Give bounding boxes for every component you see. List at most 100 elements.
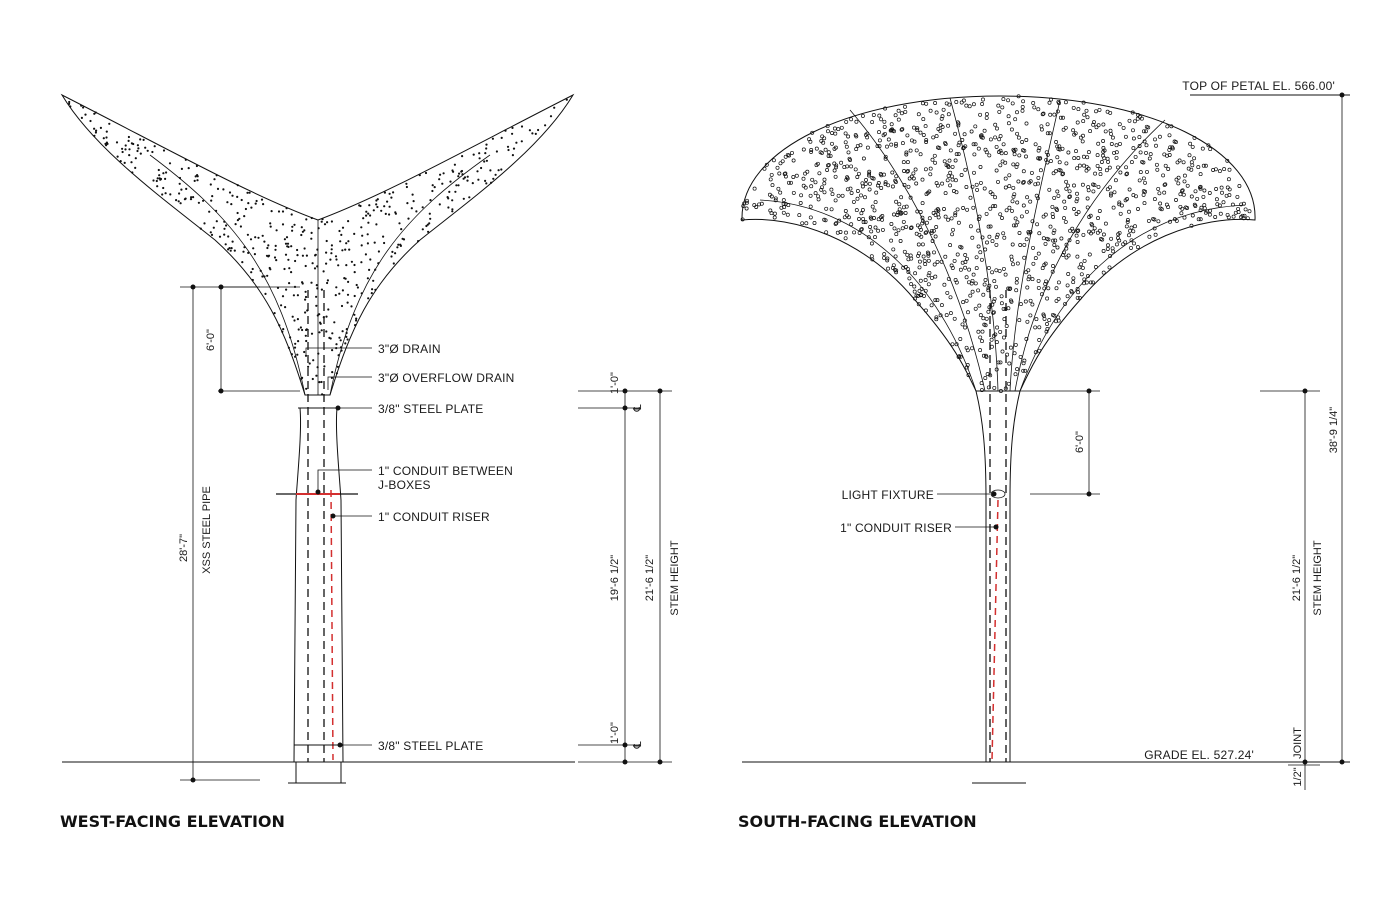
perforation-dot	[1075, 287, 1080, 291]
perforation-dot	[1225, 158, 1230, 163]
perforation-dot	[916, 112, 921, 117]
perforation-dot	[1026, 230, 1031, 235]
perforation-dot	[823, 218, 828, 223]
perforation-dot	[1193, 189, 1198, 194]
perforation-dot	[184, 158, 187, 161]
south-rib-2	[849, 109, 986, 392]
perforation-dot	[1026, 277, 1031, 282]
perforation-dot	[1077, 163, 1082, 168]
perforation-dot	[215, 174, 218, 177]
perforation-dot	[1016, 179, 1021, 184]
perforation-dot	[1178, 204, 1183, 209]
perforation-dot	[1053, 238, 1058, 243]
perforation-dot	[1189, 194, 1194, 199]
perforation-dot	[1152, 226, 1157, 231]
perforation-dot	[471, 182, 474, 185]
perforation-dot	[1021, 180, 1026, 184]
perforation-dot	[1136, 207, 1140, 211]
perforation-dot	[303, 350, 306, 354]
perforation-dot	[892, 226, 897, 231]
perforation-dot	[1045, 131, 1050, 136]
perforation-dot	[1042, 262, 1047, 267]
perforation-dot	[1138, 170, 1143, 175]
perforation-dot	[1051, 171, 1056, 176]
west-canopy-rib-right	[329, 154, 491, 396]
perforation-dot	[999, 301, 1004, 306]
perforation-dot	[127, 139, 130, 142]
perforation-dot	[1017, 231, 1022, 235]
perforation-dot	[903, 109, 908, 114]
perforation-dot	[284, 306, 287, 309]
perforation-dot	[93, 127, 96, 130]
perforation-dot	[950, 164, 955, 169]
perforation-dot	[1067, 189, 1072, 194]
perforation-dot	[283, 267, 286, 271]
perforation-dot	[492, 177, 495, 180]
perforation-dot	[1202, 188, 1207, 193]
perforation-dot	[1215, 202, 1220, 207]
perforation-dot	[374, 268, 377, 271]
perforation-dot	[325, 251, 328, 254]
perforation-dot	[155, 179, 158, 183]
perforation-dot	[281, 295, 285, 298]
perforation-dot	[400, 228, 403, 231]
perforation-dot	[1131, 128, 1135, 133]
perforation-dot	[346, 338, 349, 341]
perforation-dot	[304, 354, 308, 357]
perforation-dot	[1063, 301, 1068, 306]
south-rib-4	[1009, 99, 1061, 392]
perforation-dot	[1124, 165, 1129, 170]
west-canopy-rib-left	[149, 154, 306, 396]
perforation-dot	[1236, 210, 1241, 215]
perforation-dot	[1001, 231, 1006, 236]
perforation-dot	[1020, 108, 1025, 113]
perforation-dot	[1066, 272, 1071, 276]
perforation-dot	[950, 177, 955, 182]
perforation-dot	[826, 150, 831, 155]
perforation-dot	[1056, 315, 1061, 320]
perforation-dot	[210, 233, 214, 236]
perforation-dot	[1052, 243, 1057, 247]
perforation-dot	[223, 220, 226, 223]
perforation-dot	[752, 203, 757, 208]
perforation-dot	[882, 252, 887, 257]
perforation-dot	[93, 112, 96, 115]
perforation-dot	[1090, 223, 1095, 228]
perforation-dot	[873, 200, 878, 205]
perforation-dot	[331, 332, 334, 335]
perforation-dot	[869, 241, 874, 246]
perforation-dot	[209, 183, 212, 186]
perforation-dot	[789, 180, 793, 185]
perforation-dot	[1213, 167, 1218, 172]
perforation-dot	[855, 189, 860, 193]
dim-six-ft-west: 6'-0"	[205, 329, 217, 351]
perforation-dot	[916, 242, 921, 247]
perforation-dot	[909, 256, 914, 261]
perforation-dot	[956, 354, 961, 359]
perforation-dot	[865, 135, 870, 140]
perforation-dot	[244, 207, 247, 211]
perforation-dot	[930, 157, 935, 162]
perforation-dot	[872, 208, 877, 213]
perforation-dot	[1012, 192, 1017, 197]
perforation-dot	[1117, 202, 1122, 207]
perforation-dot	[822, 181, 827, 186]
perforation-dot	[1176, 181, 1181, 186]
perforation-dot	[1008, 286, 1013, 291]
perforation-dot	[993, 195, 998, 200]
perforation-dot	[1146, 218, 1151, 223]
perforation-dot	[1050, 204, 1055, 209]
perforation-dot	[921, 117, 926, 122]
perforation-dot	[1064, 186, 1069, 191]
perforation-dot	[466, 179, 469, 182]
perforation-dot	[948, 243, 953, 248]
perforation-dot	[1113, 178, 1118, 183]
perforation-dot	[326, 281, 329, 285]
perforation-dot	[1061, 115, 1065, 120]
perforation-dot	[956, 152, 961, 157]
perforation-dot	[905, 160, 910, 165]
perforation-dot	[1010, 199, 1015, 204]
perforation-dot	[840, 193, 845, 198]
perforation-dot	[997, 137, 1002, 142]
perforation-dot	[1037, 231, 1042, 236]
